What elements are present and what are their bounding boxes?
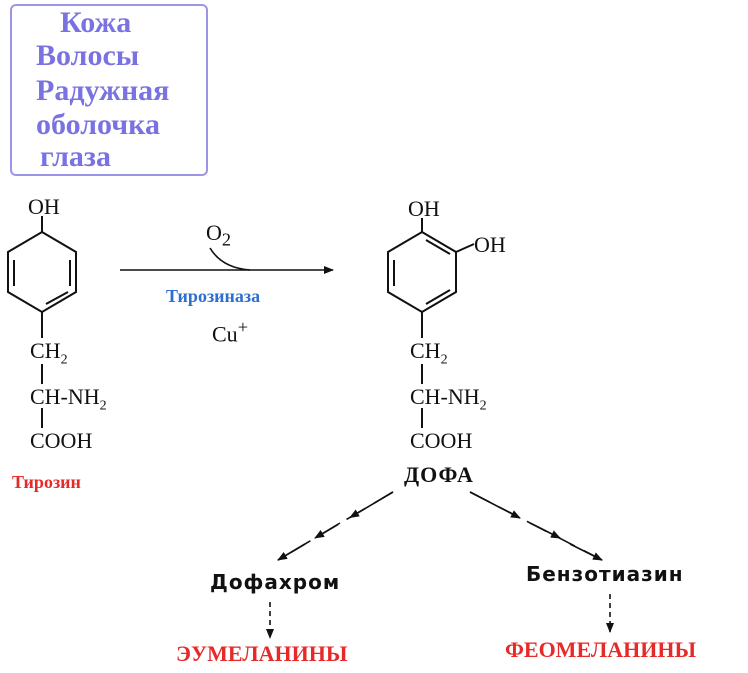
eumelanin-label: ЭУМЕЛАНИНЫ [176,641,348,666]
tyrosine-chnh2-label: CH-NH2 [30,384,107,414]
tyrosine-oh-label: OH [28,194,60,219]
right-branch-arrow [469,491,603,561]
pheomelanin-label: ФЕОМЕЛАНИНЫ [505,637,697,662]
benzothiazine-label: Бензотиазин [526,562,684,586]
cofactor-label: Cu+ [212,317,249,347]
legend-line-skin: Кожа [60,6,132,39]
dopa-ch2-label: CH2 [410,338,448,368]
dopachrome-label: Дофахром [210,570,341,594]
legend-line-iris-2: оболочка [36,108,161,141]
dopa-chnh2-label: CH-NH2 [410,384,487,414]
tyrosine-ch2-label: CH2 [30,338,68,368]
dopa-oh2-bond [455,243,475,253]
legend-line-iris-1: Радужная [36,74,170,107]
legend-line-hair: Волосы [36,39,140,72]
tissue-legend-box [10,4,208,176]
dopa-oh1-label: OH [408,196,440,221]
oxygen-curve [209,247,251,271]
legend-line-eye: глаза [40,140,111,173]
dopa-cooh-label: COOH [410,428,473,453]
oxygen-label: O2 [206,220,232,250]
enzyme-label: Тирозиназа [166,286,261,306]
tyrosine-cooh-label: COOH [30,428,93,453]
left-branch-arrow [277,491,394,561]
tyrosine-benzene-ring [7,230,77,314]
dopa-benzene-ring [387,230,457,314]
dopa-name: ДОФА [404,462,474,487]
tyrosine-name: Тирозин [12,472,81,492]
dopa-oh2-label: OH [474,232,506,257]
